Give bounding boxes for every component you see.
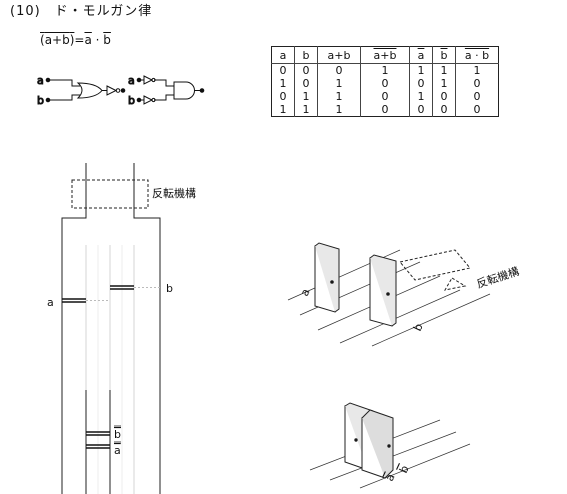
not-b-bubble [151,97,156,103]
truth-table-cell: 1 [294,90,318,103]
plan-door-a [62,298,86,303]
truth-table-cell: 0 [455,77,499,90]
plan-view-bottom: b a [85,390,121,494]
truth-table-header-cell: a [409,46,433,64]
truth-table-cell: 0 [279,64,287,77]
formula-eq: = [74,33,85,47]
truth-table-cell: 0 [455,90,499,103]
not-gate-a-icon [139,75,174,87]
truth-table-cell: 0 [432,103,456,117]
plan-door-b [110,285,134,290]
and-gate-icon [173,81,195,100]
demorgan-formula: (a+b)=a · b [40,33,111,47]
formula-a: a [84,33,92,47]
truth-table-cell: 1 [294,103,318,117]
truth-table-cell: 0 [409,77,433,90]
formula-lhs: (a+b) [40,33,75,47]
plan-view-top: 反転機構 a b [47,163,196,494]
truth-table-cell: 0 [432,90,456,103]
gate-input-a-label: a [37,74,44,87]
plan-bottom-door-a [86,444,110,449]
plan-mechanism-label: 反転機構 [152,186,196,200]
truth-table-cell: 0 [409,103,433,117]
formula-b: b [103,33,111,47]
truth-table-cell: 0 [360,77,410,90]
truth-table-cell: 0 [455,103,499,117]
truth-table-cell: 1 [409,63,433,77]
truth-table-header-cell: a+b [360,46,410,64]
and-output-dot [199,88,205,93]
iso-mechanism-box [399,249,471,281]
truth-table-cell: 1 [317,103,361,117]
truth-table-cell: 0 [360,90,410,103]
truth-table-header-cell: a [271,46,295,64]
truth-table-header-cell: b [294,46,318,64]
truth-table-cell: 1 [432,77,456,90]
iso-mechanism-label: 反転機構 [475,264,521,291]
truth-table-cell: 0 [317,63,361,77]
iso-door-b [369,254,397,327]
iso-view-bottom: a b [309,402,471,489]
plan-bottom-label-b: b [114,428,121,441]
plan-mechanism-box [71,179,149,209]
truth-table-cell: 0 [294,63,318,77]
truth-table-cell: 1 [432,63,456,77]
iso-label-a: a [298,287,313,299]
iso-door-a [314,242,340,313]
plan-bottom-door-b [86,431,110,436]
truth-table-cell: 1 [317,77,361,90]
truth-table-header-cell: a+b [317,46,361,64]
nor-output-dot [120,88,126,93]
truth-table-cell: 0 [360,103,410,117]
iso-bottom-door-b [361,409,394,479]
plan-label-a: a [47,296,54,309]
iso-bottom-label-b: b [397,463,412,475]
not-gate-icon [102,85,118,96]
page-title: (10) ド・モルガン律 [10,4,153,19]
or-gate-icon [76,82,103,99]
truth-table-cell: 1 [455,63,499,77]
truth-table-cell: 1 [279,103,287,116]
plan-bottom-label-a: a [114,444,121,457]
iso-mechanism-box-side [444,277,467,291]
plan-label-b: b [166,282,173,295]
truth-table-header-cell: b [432,46,456,64]
gate-input-b-label: b [37,94,44,107]
plan-bottom-walls [85,390,111,494]
truth-table-cell: 1 [317,90,361,103]
truth-table-cell: 1 [279,77,287,90]
gate2-input-b-label: b [128,94,135,107]
truth-table-cell: 0 [294,77,318,90]
formula-dot: · [91,33,104,47]
iso-bottom-label-a: a [383,472,398,484]
iso-label-b: b [411,321,426,333]
not-a-bubble [151,77,156,83]
gate-wires-in [48,79,80,101]
plan-bottom-overlines [114,425,121,443]
truth-table-header-cell: a · b [455,46,499,64]
truth-table-cell: 0 [279,90,287,103]
plan-walls [61,163,161,494]
not-gate-b-icon [139,94,174,105]
truth-table-cell: 1 [360,63,410,77]
truth-table-cell: 1 [409,90,433,103]
iso-view-top: 反転機構 a b [287,242,521,347]
nor-gate-diagram: a b a b [37,74,205,108]
gate2-input-a-label: a [128,74,135,87]
not-bubble [115,88,121,93]
